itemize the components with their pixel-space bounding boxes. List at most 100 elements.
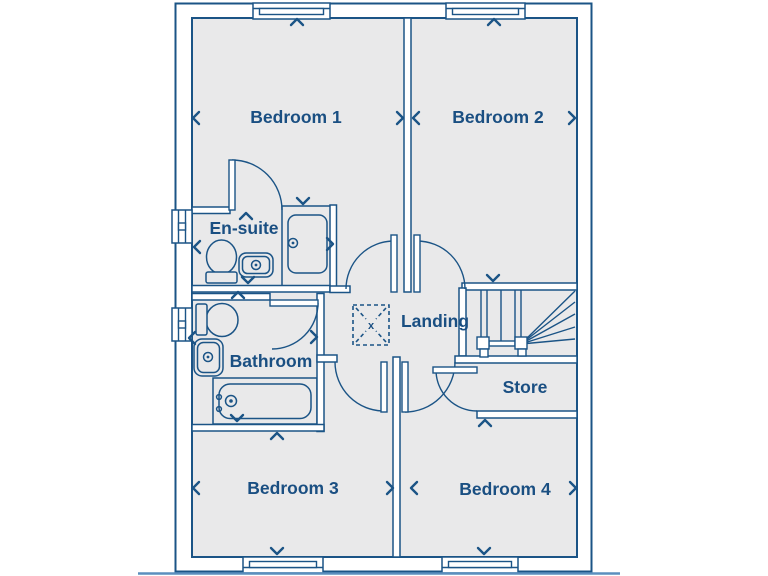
store-door	[432, 366, 478, 412]
chevron-left-icon	[192, 239, 202, 255]
stair-handrail	[488, 340, 516, 347]
ensuite-door-leaf	[228, 159, 236, 211]
store-door-arc	[435, 369, 478, 412]
bathtub-faucet	[224, 394, 238, 408]
chevron-right-icon	[325, 236, 335, 252]
bathroom-window	[171, 307, 193, 342]
store-door-leaf	[432, 366, 478, 374]
wall-stairs-top	[461, 282, 578, 291]
wall-bedroom1-bedroom2	[403, 17, 412, 293]
bedroom2-door-arc	[416, 240, 466, 290]
loft-hatch-diagonal	[355, 307, 367, 320]
bedroom3-label: Bedroom 3	[247, 478, 339, 498]
chevron-right-icon	[395, 110, 405, 126]
doors	[228, 159, 478, 413]
interior-walls	[191, 17, 578, 558]
chevron-up-icon	[486, 17, 502, 27]
chevron-left-icon	[411, 110, 421, 126]
chevron-down-icon	[269, 546, 285, 556]
bathroom-basin-tap	[202, 351, 214, 363]
chevron-right-icon	[568, 480, 578, 496]
wall-store-top	[454, 355, 578, 364]
bedroom3-door-arc	[334, 361, 385, 412]
stair-winder	[520, 290, 576, 345]
stair-winder	[520, 301, 576, 345]
chevron-down-icon	[476, 546, 492, 556]
wall-bedroom3-bedroom4	[392, 356, 401, 558]
chevron-up-icon	[238, 211, 254, 221]
bathroom-label: Bathroom	[230, 351, 313, 371]
ensuite-window	[171, 209, 193, 244]
chevron-left-icon	[187, 330, 197, 346]
bathroom-toilet-icon	[205, 302, 239, 338]
stair-post-stub	[479, 348, 489, 358]
chevron-up-icon	[269, 431, 285, 441]
bathroom-basin-tap-dot	[206, 355, 210, 359]
stair-newel-post	[476, 336, 490, 350]
bedroom3-door	[334, 361, 388, 413]
wall-ensuite-right	[329, 204, 338, 293]
bedroom3-window	[242, 556, 324, 574]
bedroom2-label: Bedroom 2	[452, 107, 544, 127]
bathroom-fixtures	[193, 302, 318, 425]
wall-ensuite-top	[191, 206, 231, 215]
bathroom-basin-inner	[196, 341, 221, 374]
ensuite-fixtures	[205, 205, 332, 287]
ensuite-door-arc	[231, 159, 283, 211]
wall-landing-bottom-stub	[316, 354, 338, 363]
loft-hatch-diagonal	[355, 330, 367, 343]
bedroom1-window	[252, 2, 331, 20]
ensuite-basin-inner	[241, 255, 271, 275]
chevron-left-icon	[191, 110, 201, 126]
stair-winder	[520, 313, 576, 345]
stair-newel-post	[514, 336, 528, 350]
bedroom4-window	[441, 556, 519, 574]
chevron-down-icon	[295, 196, 311, 206]
bathroom-door-arc	[271, 302, 319, 350]
chevron-up-icon	[289, 17, 305, 27]
chevron-down-icon	[240, 275, 256, 285]
loft-hatch-outline	[352, 304, 390, 346]
bedroom1-label: Bedroom 1	[250, 107, 342, 127]
windows	[171, 2, 526, 574]
bedroom2-door	[413, 234, 466, 293]
loft-hatch-diagonal	[375, 330, 387, 343]
window-pane	[451, 7, 520, 16]
bedroom4-label: Bedroom 4	[459, 479, 551, 499]
wall-ensuite-bottom	[191, 284, 331, 293]
wall-landing-top-stub	[329, 285, 351, 294]
ensuite-toilet-icon	[205, 239, 238, 275]
stair-post-stub	[517, 348, 527, 357]
ensuite-basin-tap	[250, 259, 262, 271]
loft-hatch-diagonal	[375, 307, 387, 320]
landing-label: Landing	[401, 311, 469, 331]
stair-winder	[520, 338, 576, 345]
store-label: Store	[503, 377, 548, 397]
bathtub-tap	[215, 393, 223, 401]
bathtub-tap	[215, 405, 223, 413]
room-labels: Bedroom 1 Bedroom 2 Bedroom 3 Bedroom 4 …	[209, 107, 550, 499]
bathroom-door	[269, 299, 319, 350]
bedroom4-door-leaf	[401, 361, 409, 413]
dimension-markers	[187, 17, 578, 556]
chevron-up-icon	[477, 418, 493, 428]
bathtub-faucet-dot	[229, 399, 233, 403]
shower-drain-dot	[291, 241, 295, 245]
staircase	[476, 290, 576, 358]
bedroom2-window	[445, 2, 526, 20]
chevron-right-icon	[385, 480, 395, 496]
shower-drain	[287, 237, 299, 249]
wall-bathroom-bottom	[191, 423, 325, 432]
loft-hatch-mark: x	[368, 320, 375, 332]
window-pane	[248, 560, 318, 569]
loft-hatch: x	[352, 304, 390, 346]
bedroom1-door-leaf	[390, 234, 398, 293]
bathtub-inner	[218, 383, 312, 420]
bedroom3-door-leaf	[380, 361, 388, 413]
bathroom-door-leaf	[269, 299, 319, 307]
window-pane	[177, 222, 187, 231]
chevron-down-icon	[485, 273, 501, 283]
chevron-down-icon	[229, 413, 245, 423]
window-pane	[177, 320, 187, 329]
